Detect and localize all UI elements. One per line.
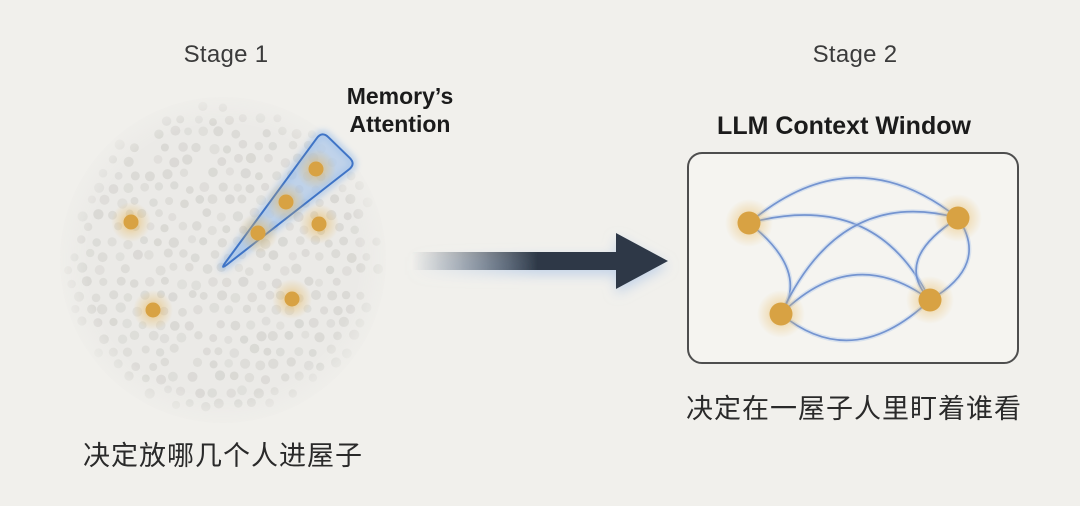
memory-attention-line1: Memory’s	[346, 83, 454, 109]
memory-dot	[299, 204, 339, 244]
attention-edge	[780, 210, 959, 315]
stage2-title: Stage 2	[812, 41, 898, 68]
memory-dot	[133, 290, 173, 330]
memory-dot	[238, 213, 278, 253]
memory-dot	[272, 279, 312, 319]
attention-edge	[748, 176, 959, 224]
context-token-node	[906, 276, 954, 324]
memory-dot	[296, 149, 336, 189]
memory-attention-line2: Attention	[349, 111, 451, 137]
memory-attention-label: Memory’s Attention	[347, 82, 454, 138]
context-token-node	[934, 194, 982, 242]
stage1-title: Stage 1	[183, 41, 269, 68]
llm-context-window-label: LLM Context Window	[717, 112, 971, 140]
context-token-node	[725, 199, 773, 247]
stage2-caption: 决定在一屋子人里盯着谁看	[686, 394, 1022, 424]
context-token-node	[757, 290, 805, 338]
stage-transition-arrow	[412, 233, 668, 289]
memory-dot	[111, 202, 151, 242]
stage1-caption: 决定放哪几个人进屋子	[83, 441, 363, 471]
memory-dot	[266, 182, 306, 222]
